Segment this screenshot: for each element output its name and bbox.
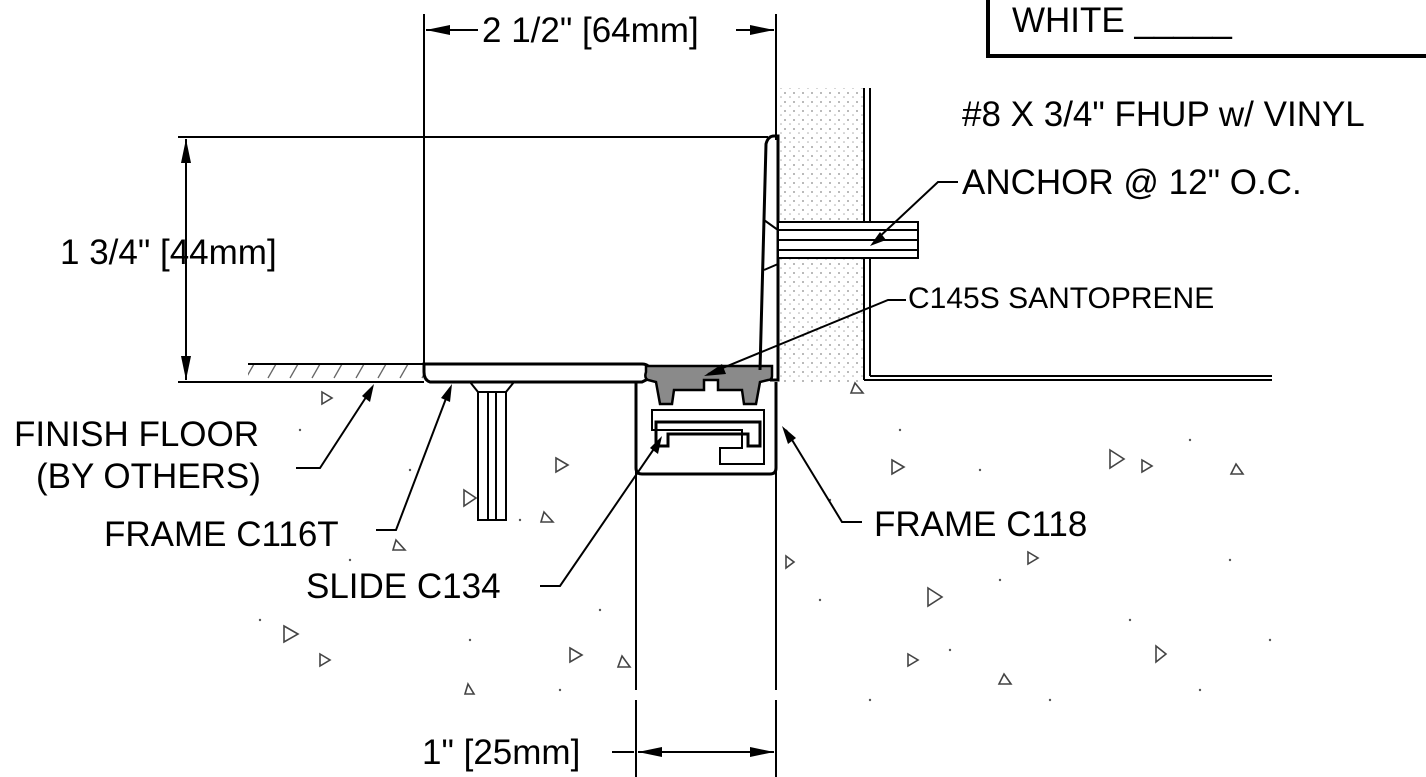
screw-label-line2: ANCHOR @ 12" O.C. bbox=[962, 163, 1302, 202]
santoprene-gasket bbox=[644, 364, 774, 406]
vertical-cover-plate bbox=[758, 134, 780, 382]
finish-floor-label-line2: (BY OTHERS) bbox=[36, 457, 261, 496]
santoprene-label: C145S SANTOPRENE bbox=[908, 282, 1214, 315]
dimension-width-top bbox=[423, 14, 777, 364]
dimension-height-left-label: 1 3/4" [44mm] bbox=[60, 233, 277, 272]
frame-c118-label: FRAME C118 bbox=[874, 505, 1087, 544]
finish-floor bbox=[248, 363, 424, 383]
concrete-aggregate-triangles bbox=[283, 381, 1245, 695]
frame-c116t bbox=[422, 362, 652, 521]
finish-floor-label-line1: FINISH FLOOR bbox=[14, 415, 259, 454]
frame-c116t-label: FRAME C116T bbox=[104, 515, 339, 554]
leader-lines bbox=[296, 181, 958, 587]
dimension-width-bottom bbox=[612, 700, 777, 777]
color-option-label: WHITE _____ bbox=[1012, 1, 1232, 40]
frame-c118 bbox=[634, 382, 778, 690]
fhup-screw-anchor bbox=[763, 219, 919, 271]
color-option-box bbox=[986, 0, 1426, 58]
slide-c134-label: SLIDE C134 bbox=[306, 567, 501, 606]
screw-label-line1: #8 X 3/4" FHUP w/ VINYL bbox=[962, 95, 1365, 134]
dimension-height-left bbox=[178, 136, 768, 383]
dimension-width-top-label: 2 1/2" [64mm] bbox=[482, 11, 699, 50]
concrete-slab bbox=[258, 428, 1272, 702]
slide-c134 bbox=[654, 420, 762, 448]
dimension-width-bottom-label: 1" [25mm] bbox=[422, 733, 580, 772]
